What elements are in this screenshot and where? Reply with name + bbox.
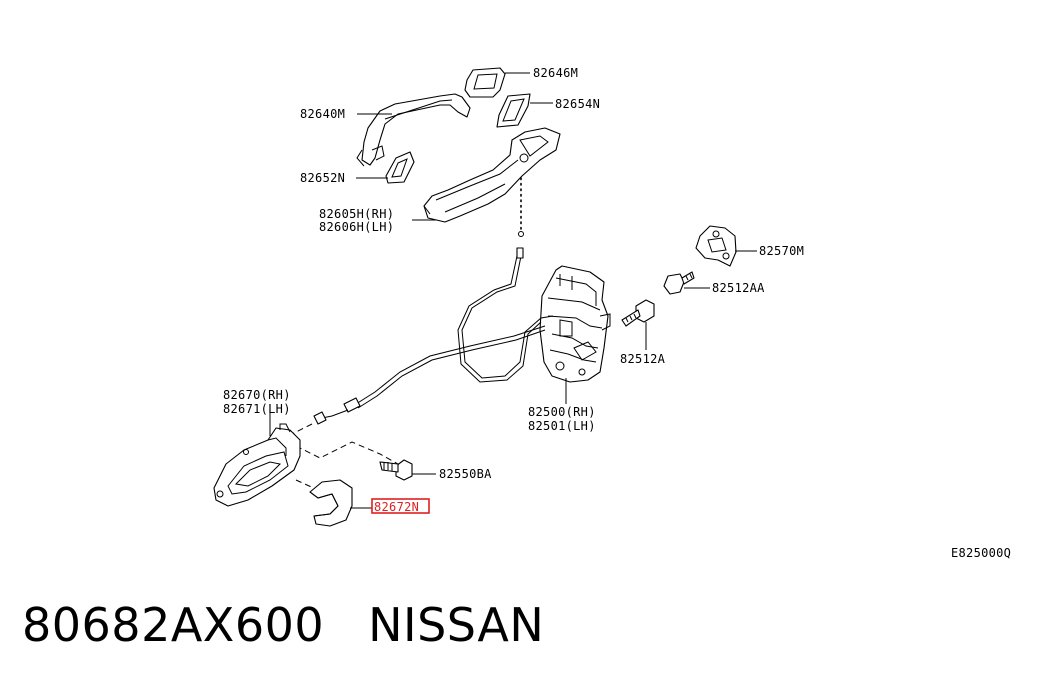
brand-name: NISSAN	[368, 598, 545, 652]
label-82512A: 82512A	[620, 352, 666, 366]
handle-escutcheon-cap	[464, 67, 506, 98]
cable-end	[516, 247, 524, 259]
label-82605H: 82605H(RH)	[319, 207, 394, 221]
inside-handle-cable-2	[357, 329, 546, 409]
highlight-box	[371, 498, 430, 514]
cap-gasket	[496, 93, 531, 128]
label-82501: 82501(LH)	[528, 419, 596, 433]
label-82606H: 82606H(LH)	[319, 220, 394, 234]
label-82570M: 82570M	[759, 244, 804, 258]
guide-line-2	[295, 441, 399, 465]
rod-end	[518, 231, 524, 237]
label-82672N: 82672N	[374, 500, 419, 514]
outside-handle-cable	[461, 255, 554, 379]
handle-bracket	[423, 127, 561, 223]
label-82652N: 82652N	[300, 171, 345, 185]
inside-handle-cable	[355, 325, 546, 405]
cable-clip	[343, 397, 361, 413]
striker	[695, 225, 737, 267]
lock-screw	[621, 299, 655, 327]
inside-door-handle	[213, 423, 301, 507]
label-82640M: 82640M	[300, 107, 345, 121]
cable-end-inside	[313, 411, 327, 425]
part-number: 80682AX600	[22, 598, 325, 652]
diagram-code: E825000Q	[951, 546, 1011, 560]
handle-gasket	[385, 151, 415, 184]
striker-screw	[663, 271, 695, 295]
label-82550BA: 82550BA	[439, 467, 492, 481]
label-82670: 82670(RH)	[223, 388, 291, 402]
label-82500: 82500(RH)	[528, 405, 596, 419]
label-82646M: 82646M	[533, 66, 578, 80]
outside-handle-cable-2	[457, 255, 542, 383]
outside-door-handle	[356, 93, 471, 167]
label-82512AA: 82512AA	[712, 281, 765, 295]
label-82654N: 82654N	[555, 97, 600, 111]
door-lock-actuator	[539, 265, 611, 383]
handle-screw	[379, 459, 413, 481]
inside-handle-escutcheon	[309, 479, 353, 527]
label-82671: 82671(LH)	[223, 402, 291, 416]
part-footer: 80682AX600 NISSAN	[22, 598, 544, 652]
